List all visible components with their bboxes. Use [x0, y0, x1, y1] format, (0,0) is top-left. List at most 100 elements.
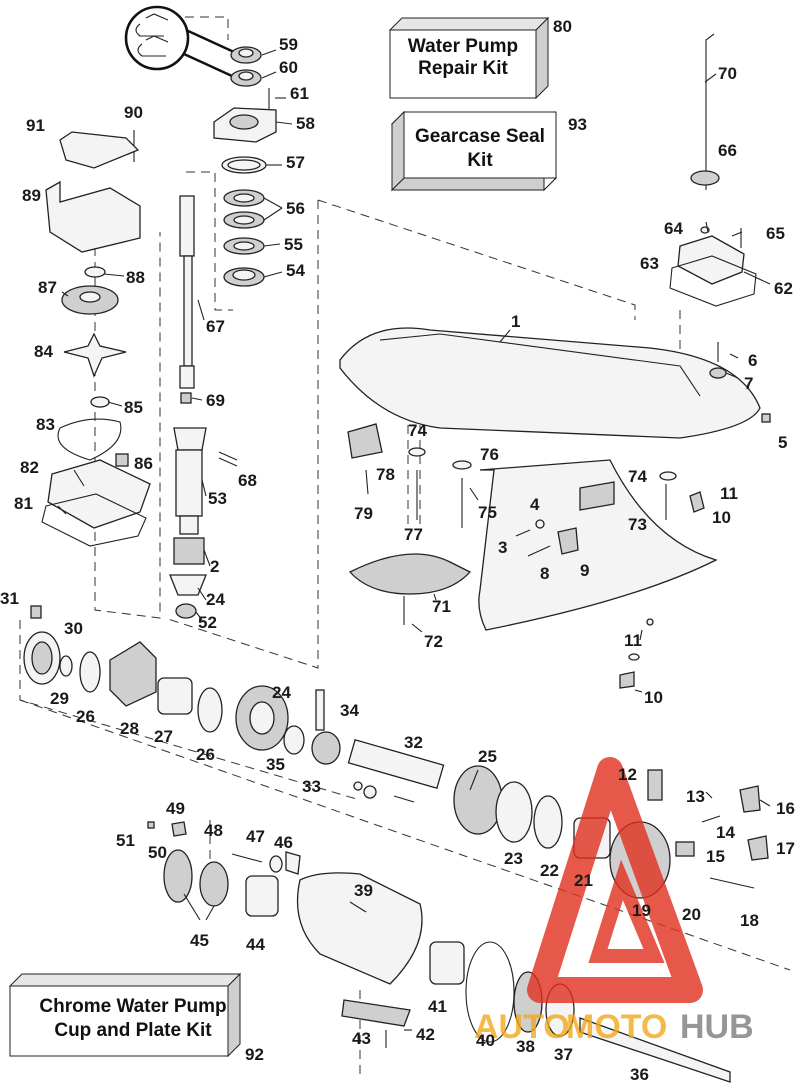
callout-16: 16	[776, 799, 795, 818]
kit-box-gearcase-seal: Gearcase Seal Kit	[390, 110, 558, 192]
kit-chrome-cup-plate-line1: Chrome Water Pump	[39, 996, 226, 1017]
callout-90: 90	[124, 103, 143, 122]
callout-36: 36	[630, 1065, 649, 1084]
callout-40: 40	[476, 1031, 495, 1050]
callout-23: 23	[504, 849, 523, 868]
callout-56: 56	[286, 199, 305, 218]
callout-73: 73	[628, 515, 647, 534]
callout-52: 52	[198, 613, 217, 632]
gearcase-housing	[339, 327, 761, 631]
callout-68: 68	[238, 471, 257, 490]
callout-59: 59	[279, 35, 298, 54]
callout-11b: 11	[624, 631, 642, 650]
callout-86: 86	[134, 454, 153, 473]
seal-detail-circle	[124, 5, 235, 78]
kit-gearcase-seal-line1: Gearcase Seal	[415, 126, 545, 147]
callout-26a: 26	[76, 707, 95, 726]
callout-49: 49	[166, 799, 185, 818]
callout-10b: 10	[644, 688, 663, 707]
callout-69: 69	[206, 391, 225, 410]
callout-53: 53	[208, 489, 227, 508]
callout-54: 54	[286, 261, 305, 280]
callout-9: 9	[580, 561, 589, 580]
callout-35: 35	[266, 755, 285, 774]
callout-74: 74	[408, 421, 427, 440]
callout-37: 37	[554, 1045, 573, 1064]
callout-24: 24	[206, 590, 225, 609]
callout-79: 79	[354, 504, 373, 523]
callout-75: 75	[478, 503, 497, 522]
callout-43: 43	[352, 1029, 371, 1048]
callout-77: 77	[404, 525, 423, 544]
callout-93: 93	[568, 115, 587, 134]
callout-62: 62	[774, 279, 793, 298]
callout-19: 19	[632, 901, 651, 920]
automotohub-watermark: AUTO MOTO HUB	[474, 757, 754, 1046]
callout-83: 83	[36, 415, 55, 434]
kit-water-pump-repair-line2: Repair Kit	[418, 58, 508, 79]
callout-8: 8	[540, 564, 549, 583]
callout-25: 25	[478, 747, 497, 766]
callout-44: 44	[246, 935, 265, 954]
lower-gear-train	[23, 605, 769, 899]
callout-76: 76	[480, 445, 499, 464]
callout-72: 72	[424, 632, 443, 651]
callout-18: 18	[740, 911, 759, 930]
callout-31: 31	[0, 589, 19, 608]
callout-11: 11	[720, 484, 738, 503]
callout-numbers: 59 60 61 58 57 56 55 54 67 69 68 53 2 24…	[0, 35, 795, 1084]
callout-12: 12	[618, 765, 637, 784]
callout-1: 1	[511, 312, 520, 331]
callout-32: 32	[404, 733, 423, 752]
callout-65: 65	[766, 224, 785, 243]
callout-15: 15	[706, 847, 725, 866]
callout-14: 14	[716, 823, 735, 842]
callout-26b: 26	[196, 745, 215, 764]
callout-48: 48	[204, 821, 223, 840]
callout-17: 17	[776, 839, 795, 858]
kit-box-water-pump-repair: Water Pump Repair Kit	[388, 16, 550, 100]
callout-27: 27	[154, 727, 173, 746]
callout-38: 38	[516, 1037, 535, 1056]
callout-92: 92	[245, 1045, 264, 1064]
callout-6: 6	[748, 351, 757, 370]
callout-50: 50	[148, 843, 167, 862]
callout-4: 4	[530, 495, 540, 514]
callout-64: 64	[664, 219, 683, 238]
kit-chrome-cup-plate-line2: Cup and Plate Kit	[54, 1020, 212, 1041]
watermark-hub: HUB	[680, 1008, 754, 1046]
callout-82: 82	[20, 458, 39, 477]
callout-5: 5	[778, 433, 787, 452]
callout-42: 42	[416, 1025, 435, 1044]
callout-85: 85	[124, 398, 143, 417]
callout-13: 13	[686, 787, 705, 806]
water-pump-assembly	[41, 130, 151, 547]
callout-70: 70	[718, 64, 737, 83]
callout-58: 58	[296, 114, 315, 133]
callout-80: 80	[553, 17, 572, 36]
callout-2: 2	[210, 557, 219, 576]
callout-34: 34	[340, 701, 359, 720]
callout-78: 78	[376, 465, 395, 484]
callout-28: 28	[120, 719, 139, 738]
callout-46: 46	[274, 833, 293, 852]
callout-91: 91	[26, 116, 45, 135]
callout-30: 30	[64, 619, 83, 638]
callout-84: 84	[34, 342, 53, 361]
callout-66: 66	[718, 141, 737, 160]
callout-47: 47	[246, 827, 265, 846]
callout-60: 60	[279, 58, 298, 77]
callout-51: 51	[116, 831, 135, 850]
kit-gearcase-seal-line2: Kit	[467, 150, 493, 171]
callout-24b: 24	[272, 683, 291, 702]
callout-74b: 74	[628, 467, 647, 486]
callout-81: 81	[14, 494, 33, 513]
callout-39: 39	[354, 881, 373, 900]
callout-20: 20	[682, 905, 701, 924]
callout-87: 87	[38, 278, 57, 297]
kit-box-chrome-cup-plate: Chrome Water Pump Cup and Plate Kit	[8, 972, 242, 1058]
watermark-auto: AUTO	[474, 1008, 570, 1046]
callout-45: 45	[190, 931, 209, 950]
callout-33: 33	[302, 777, 321, 796]
